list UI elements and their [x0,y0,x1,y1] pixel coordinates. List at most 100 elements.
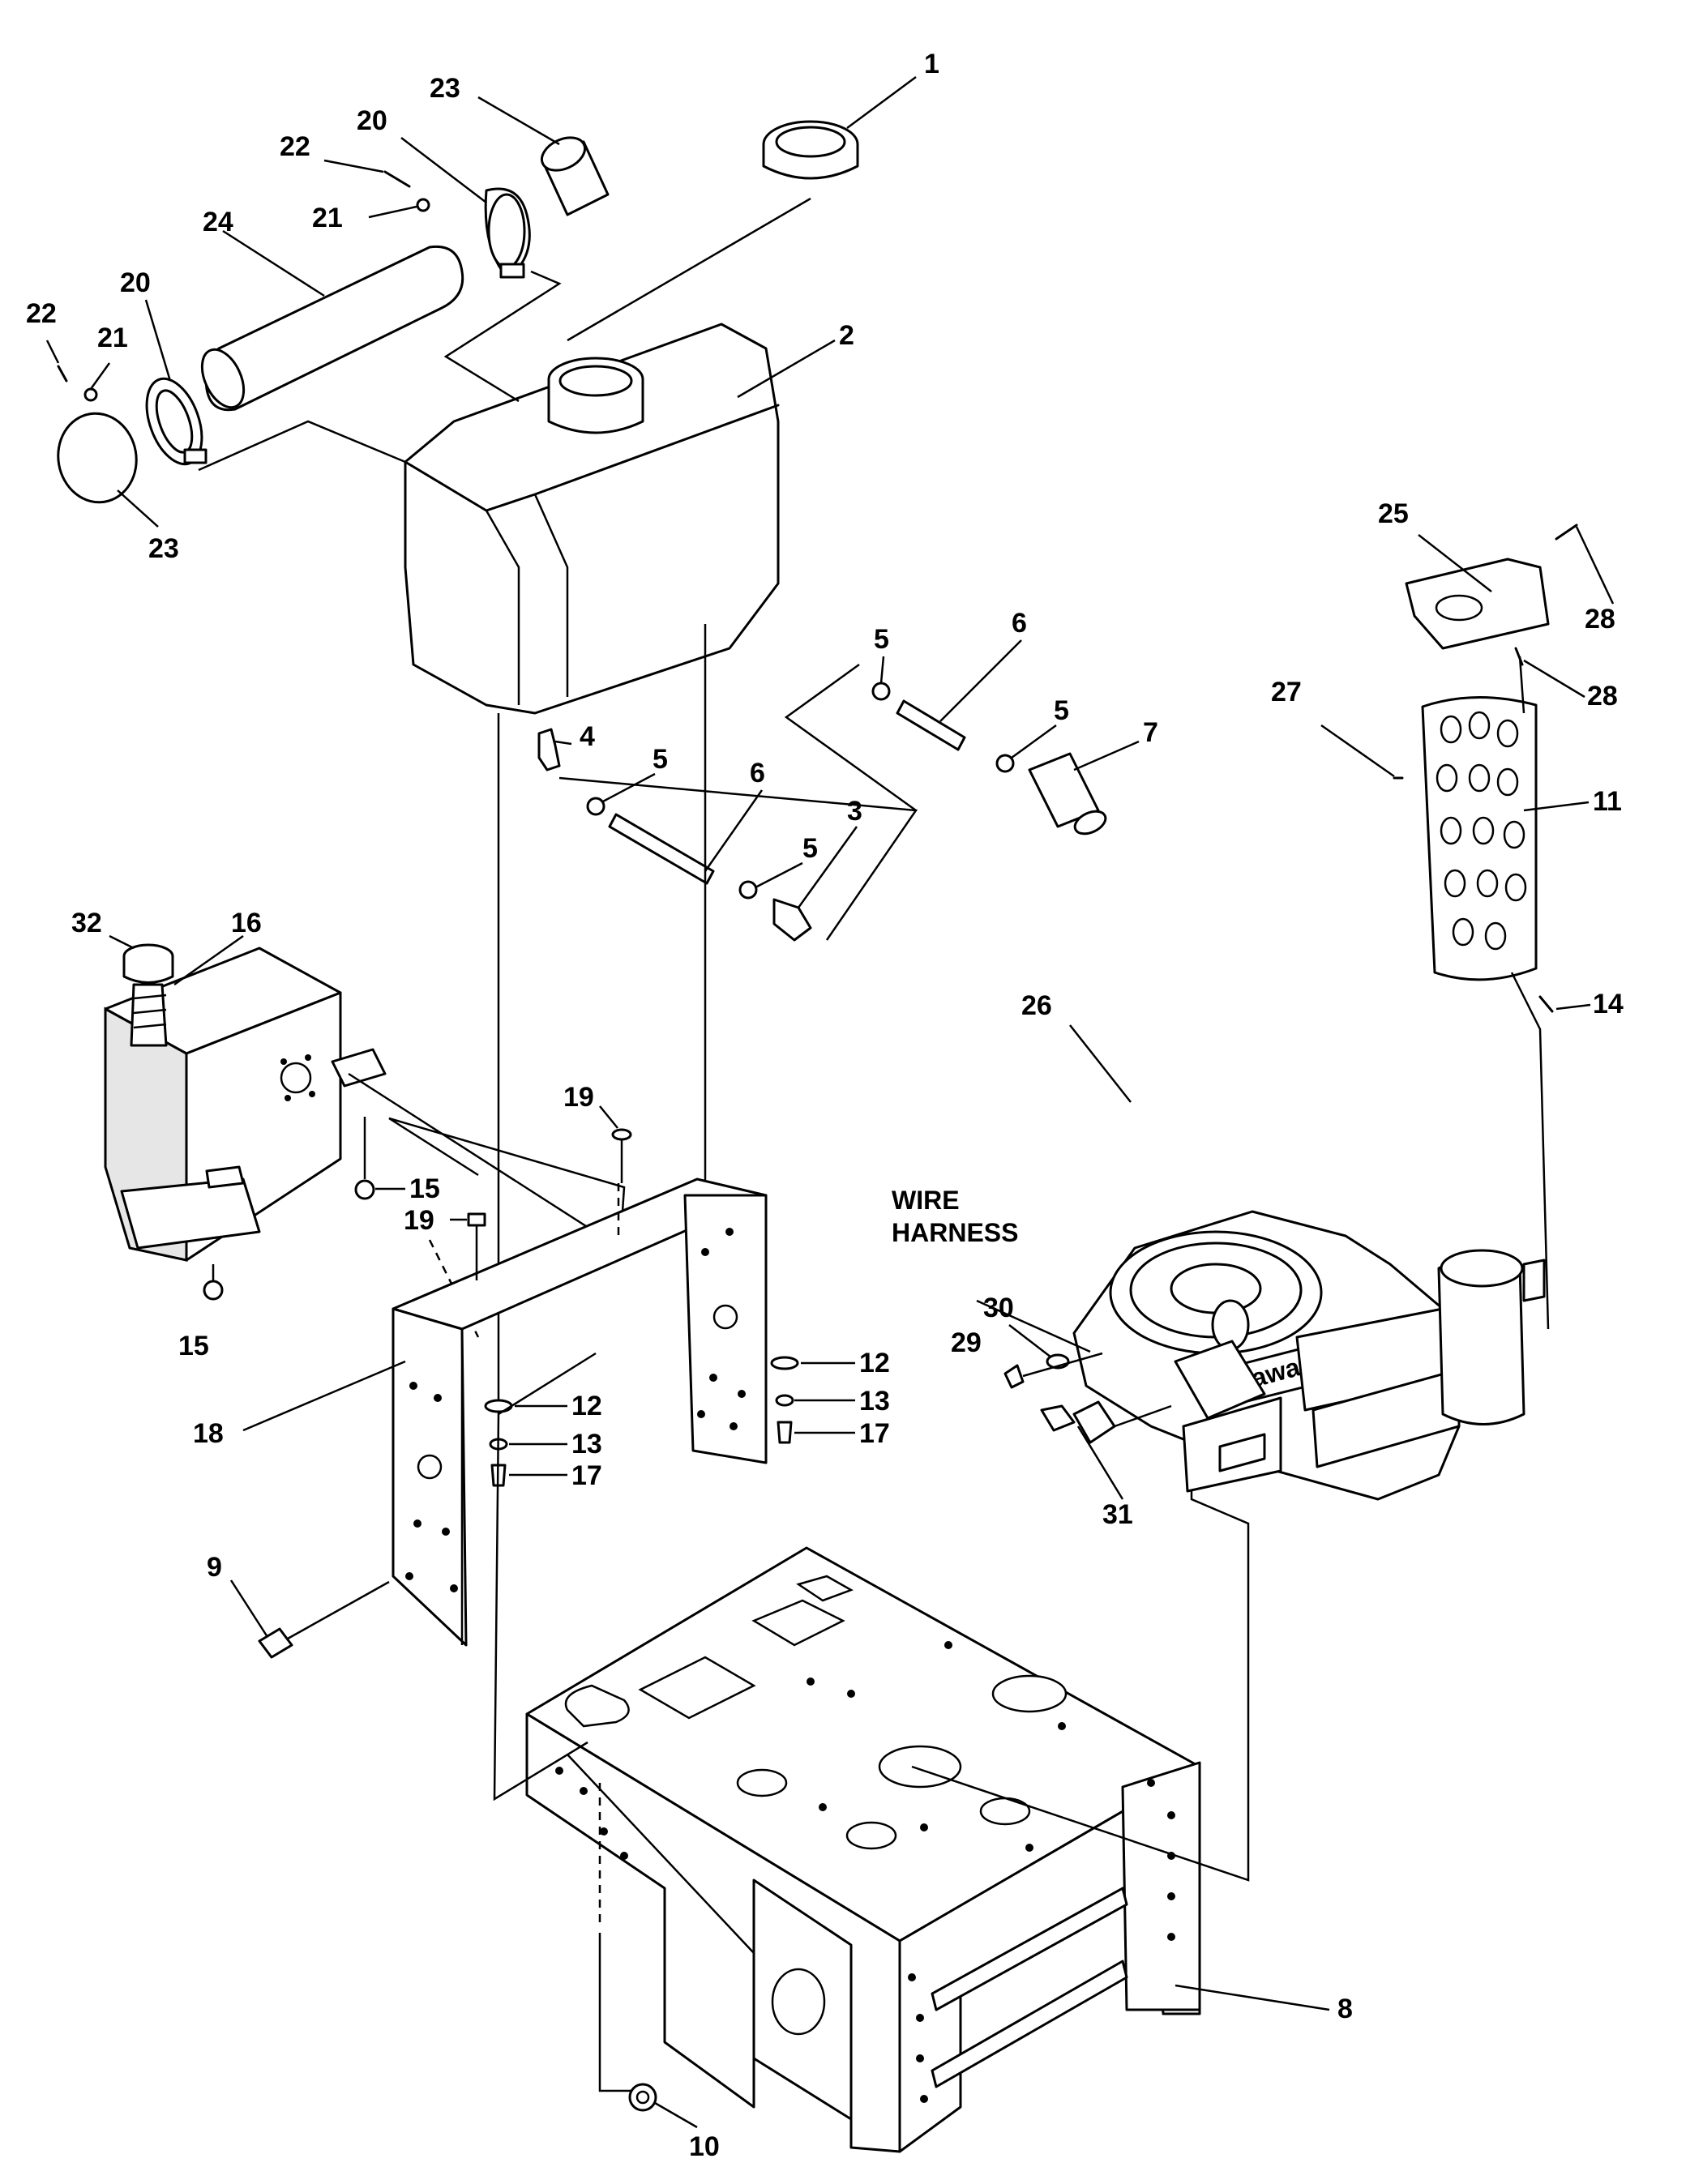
callout-21-a: 21 [312,203,343,233]
bracket-25 [1405,558,1550,650]
leader-shield-bracket [1518,656,1525,714]
leader-2 [737,339,836,399]
leader-23b [117,489,159,528]
callout-25: 25 [1378,498,1409,529]
leader-frame-left [498,1352,597,1416]
cap-23-lower [57,412,138,504]
nut-10-bore [635,2090,650,2105]
leader-10 [654,2101,698,2129]
leader-31 [1076,1425,1124,1500]
callout-15-b: 15 [178,1331,209,1361]
bolt-29 [1003,1364,1025,1389]
clamp-20-lower [145,377,208,466]
bolt-9 [258,1580,390,1659]
leader-10-line [598,1933,632,2092]
leader-frame-to-bracket [493,1413,588,1801]
leader-shield-engine [1510,972,1550,1330]
leader-19a [599,1105,618,1129]
callout-12-b: 12 [859,1348,890,1378]
callout-28-b: 28 [1587,681,1618,712]
callout-17-b: 17 [859,1418,890,1449]
callout-20-b: 20 [120,267,151,298]
leader-21b [89,362,111,390]
bolt-19-lower [467,1212,486,1280]
screw-28-lower [1514,647,1524,666]
leader-5a [601,772,656,804]
leader-3 [797,826,858,908]
callout-5-c: 5 [874,624,889,655]
leader-18 [242,1360,406,1432]
leader-harness-line [976,1299,1091,1353]
leader-hose-route-2 [198,420,406,472]
screw-14 [1538,995,1554,1013]
callout-29: 29 [951,1327,982,1358]
leader-22a [323,159,384,173]
clip-5-b [738,880,758,900]
cap-23-upper [541,136,610,216]
leader-23a [477,96,560,146]
bolt-19-upper [611,1128,632,1183]
callout-13-b: 13 [859,1386,890,1417]
callout-20-a: 20 [357,105,387,136]
callout-22-a: 22 [280,131,310,162]
callout-1: 1 [924,49,939,79]
hose-24 [200,245,464,412]
callout-15-a: 15 [409,1173,440,1204]
callout-24: 24 [203,207,233,237]
leader-6a [704,789,764,872]
leader-27 [1320,724,1395,778]
callout-9: 9 [207,1552,222,1583]
mower-frame-8 [525,1546,1201,2153]
callout-26: 26 [1021,990,1052,1021]
leader-8 [1175,1984,1330,2011]
clip-5-a [586,797,605,816]
engine-26: Kawasaki FX [1072,1210,1546,1501]
leader-bracket-3 [558,776,918,941]
leader-16 [173,934,244,986]
callout-5-d: 5 [1054,695,1069,726]
leader-9 [229,1579,269,1638]
leader-21a [368,205,417,219]
clip-5-d [995,754,1015,773]
callout-23-b: 23 [148,533,179,564]
fitting-3 [772,898,812,942]
leader-4 [554,740,572,746]
callout-21-b: 21 [97,323,128,353]
battery-cap-32 [122,943,174,1047]
screw-17-right [777,1421,793,1444]
fuel-filter-7 [1028,752,1107,836]
leader-22b [45,340,60,364]
lockwasher-13-right [775,1394,794,1407]
callout-19-a: 19 [563,1082,594,1113]
leader-26 [1069,1024,1132,1103]
screw-28-upper [1555,524,1578,541]
callout-30: 30 [983,1293,1014,1323]
nut-15-a [354,1179,375,1200]
callout-2: 2 [839,320,854,351]
callout-11: 11 [1593,786,1622,817]
callout-27: 27 [1271,677,1302,707]
battery-box-16 [104,947,387,1262]
callout-17-a: 17 [571,1460,602,1491]
leader-1 [846,75,917,130]
leader-30 [1008,1324,1052,1358]
callout-5-a: 5 [653,744,668,775]
leader-5c [879,656,885,684]
leader-14 [1555,1003,1591,1011]
leader-20a [400,137,487,203]
callout-23-a: 23 [430,73,460,104]
wire-harness-label-line1: WIRE [892,1186,960,1215]
callout-12-a: 12 [571,1391,602,1421]
fuel-line-6-a [608,813,715,885]
callout-6-a: 6 [750,758,765,789]
heat-shield-11 [1421,695,1538,981]
callout-10: 10 [689,2131,720,2162]
nut-15-b [203,1280,224,1301]
leader-hose-route [443,270,562,403]
fuel-line-6-b [896,699,966,751]
callout-6-b: 6 [1012,608,1027,639]
engine-bracket-18 [392,1177,768,1647]
callout-5-b: 5 [802,833,818,864]
callout-18: 18 [193,1418,224,1449]
